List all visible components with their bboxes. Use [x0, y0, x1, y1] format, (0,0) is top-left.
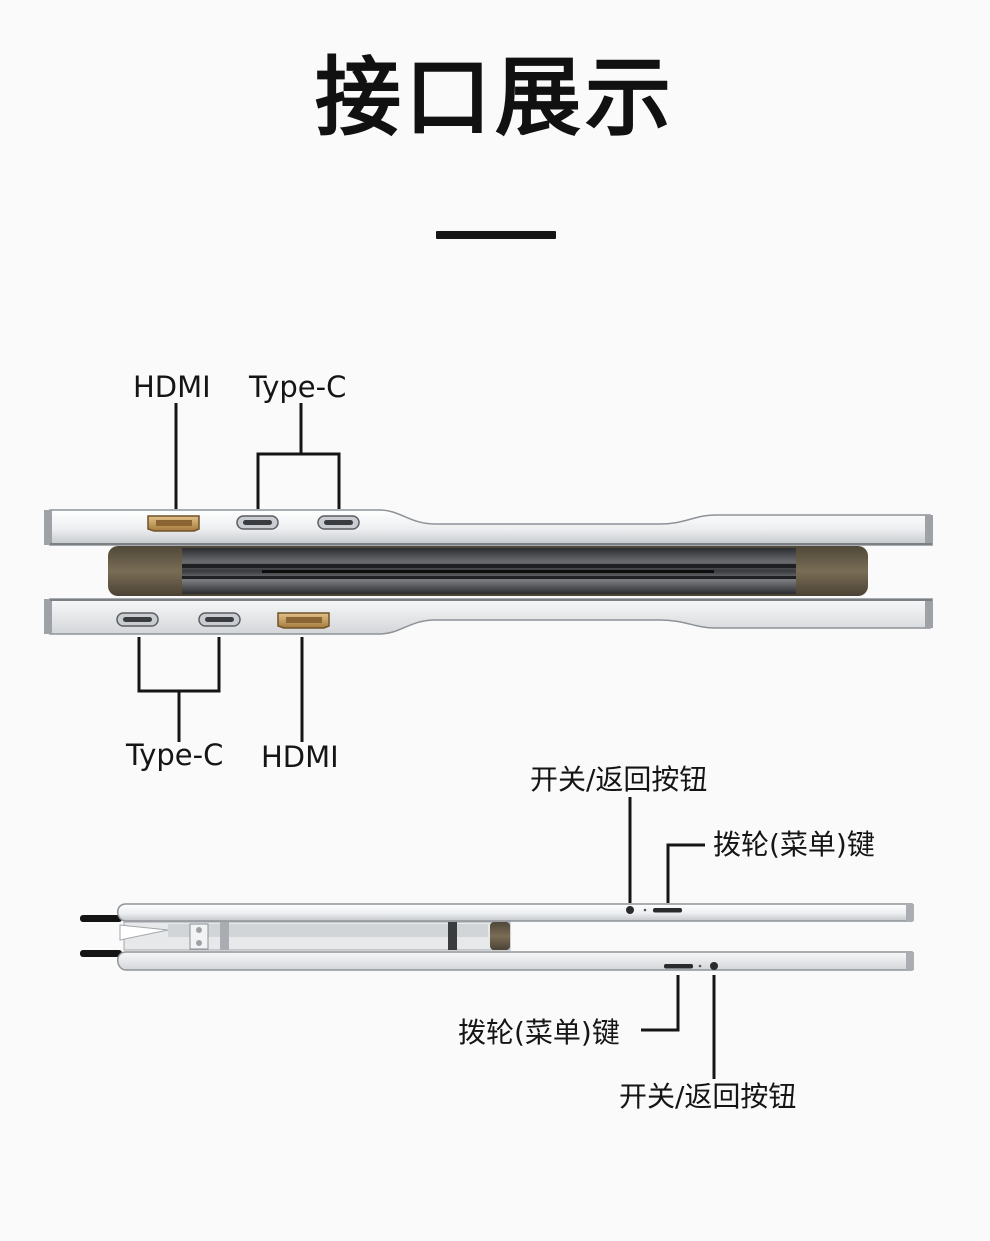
lower-panel — [44, 598, 933, 635]
typec-port-upper-1 — [236, 515, 279, 530]
lower-hdmi-label: HDMI — [261, 740, 339, 774]
side-lower-wheel-label: 拨轮(菜单)键 — [458, 1016, 620, 1049]
lower-typec-label: Type-C — [126, 738, 224, 772]
title-underline — [436, 231, 556, 239]
callout-lines-side — [628, 797, 716, 1079]
upper-panel — [44, 509, 933, 546]
side-upper-wheel-label: 拨轮(菜单)键 — [713, 828, 875, 861]
power-button-lower — [710, 962, 718, 970]
side-upper-power-label: 开关/返回按钮 — [530, 763, 708, 796]
callout-lines-top — [137, 403, 341, 742]
typec-port-lower-1 — [116, 612, 159, 627]
side-view-device — [80, 903, 914, 971]
hdmi-port-upper — [147, 515, 200, 532]
wheel-key-upper — [653, 908, 682, 913]
upper-typec-label: Type-C — [249, 370, 347, 404]
side-lower-power-label: 开关/返回按钮 — [619, 1080, 797, 1113]
typec-port-upper-2 — [317, 515, 360, 530]
hdmi-port-lower — [277, 612, 330, 629]
wheel-key-lower — [664, 964, 693, 969]
page-title: 接口展示 — [315, 48, 675, 148]
power-button-upper — [626, 906, 634, 914]
typec-port-lower-2 — [198, 612, 241, 627]
upper-hdmi-label: HDMI — [133, 370, 211, 404]
hinge-assembly — [108, 546, 868, 596]
